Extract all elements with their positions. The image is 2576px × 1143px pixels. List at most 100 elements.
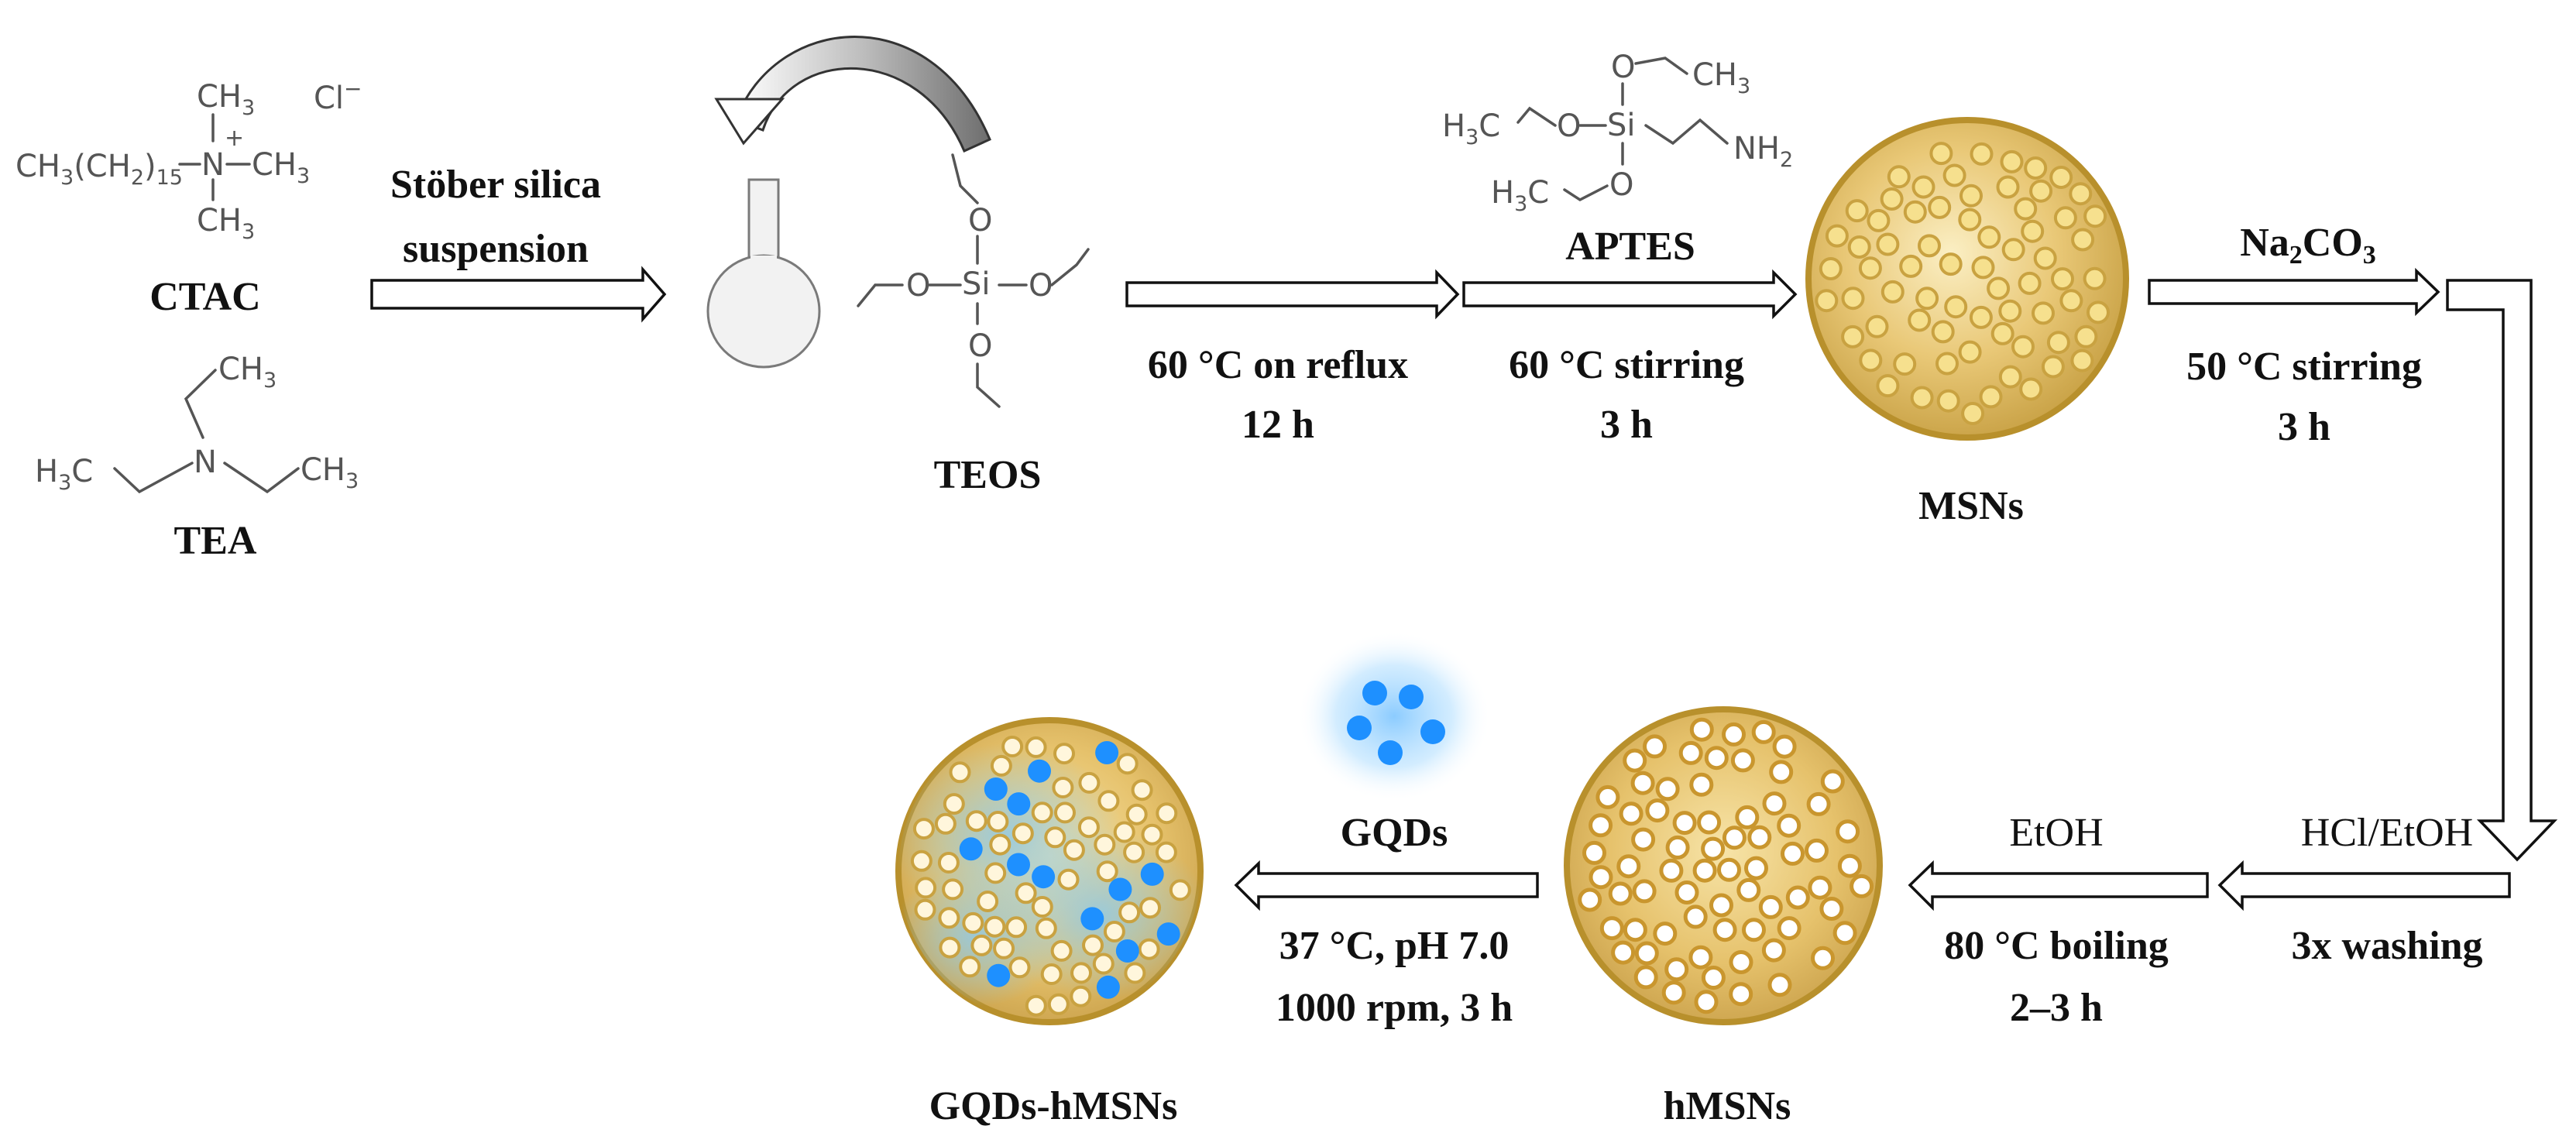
pore bbox=[1169, 879, 1191, 901]
pore bbox=[1887, 165, 1911, 189]
pore bbox=[2074, 324, 2098, 348]
pore bbox=[1944, 295, 1968, 319]
gqd-dot bbox=[1032, 865, 1056, 889]
pore bbox=[1633, 965, 1658, 990]
step3-cond-line2: 3 h bbox=[1600, 403, 1653, 447]
step2-cond-line2: 12 h bbox=[1242, 403, 1314, 447]
pore bbox=[1939, 252, 1963, 276]
pore bbox=[1131, 779, 1153, 801]
pore bbox=[943, 793, 965, 815]
pore bbox=[1005, 916, 1028, 939]
hmsns-sphere bbox=[1564, 706, 1883, 1025]
pore bbox=[1118, 901, 1141, 924]
ctac-structure: CH3(CH2)15 N + CH3 CH3 CH3 Cl− bbox=[15, 76, 362, 244]
pore bbox=[1729, 950, 1753, 974]
pore bbox=[912, 818, 935, 840]
pore bbox=[2029, 179, 2053, 203]
gqd-dot bbox=[1095, 741, 1119, 764]
pore bbox=[1664, 957, 1689, 982]
pore bbox=[1092, 952, 1115, 975]
pore bbox=[1841, 287, 1865, 311]
pore bbox=[1595, 784, 1620, 809]
pore bbox=[1139, 897, 1161, 919]
pore bbox=[987, 811, 1009, 832]
pore bbox=[1582, 840, 1606, 865]
pore bbox=[1138, 938, 1160, 960]
teos-si: Si bbox=[962, 266, 991, 302]
ctac-top-methyl: CH3 bbox=[197, 79, 255, 120]
step4-reagent: Na2CO3 bbox=[2240, 221, 2376, 269]
pore bbox=[1841, 324, 1865, 348]
pore bbox=[1619, 801, 1643, 826]
pore bbox=[1070, 962, 1092, 984]
step6-arrow bbox=[1908, 860, 2209, 911]
pore bbox=[1599, 916, 1624, 941]
pore bbox=[1697, 810, 1722, 835]
step5-reagent: HCl/EtOH bbox=[2301, 811, 2473, 855]
pore bbox=[2071, 228, 2095, 252]
pore bbox=[1811, 946, 1835, 970]
pore bbox=[1008, 956, 1031, 979]
pore bbox=[1819, 257, 1843, 280]
step6-reagent: EtOH bbox=[2009, 811, 2103, 855]
pore bbox=[1893, 352, 1917, 376]
pore bbox=[1050, 939, 1073, 962]
pore bbox=[1082, 934, 1104, 956]
pore bbox=[1865, 314, 1889, 338]
step1-label-line1: Stöber silica bbox=[390, 163, 601, 207]
pore bbox=[1692, 858, 1717, 883]
pore bbox=[2000, 149, 2024, 173]
pore bbox=[1825, 224, 1849, 248]
tea-label: TEA bbox=[174, 519, 257, 563]
svg-text:H3C: H3C bbox=[1491, 175, 1549, 216]
pore bbox=[1736, 877, 1761, 902]
pore bbox=[1911, 175, 1935, 199]
step3-arrow bbox=[1462, 269, 1798, 320]
pore bbox=[1990, 321, 2014, 345]
pore bbox=[1987, 276, 2011, 300]
pore bbox=[1958, 208, 1982, 232]
step7-reagent: GQDs bbox=[1341, 811, 1448, 855]
flask-icon bbox=[706, 178, 821, 369]
pore bbox=[1116, 753, 1139, 775]
pore bbox=[2041, 355, 2065, 379]
tea-n: N bbox=[194, 444, 217, 480]
pore bbox=[1623, 918, 1647, 942]
pore bbox=[1961, 402, 1985, 425]
pore bbox=[2087, 300, 2110, 324]
gqd-dot bbox=[987, 963, 1011, 987]
pore bbox=[1758, 894, 1783, 919]
pore bbox=[1959, 184, 1983, 208]
pore bbox=[959, 956, 981, 978]
pore bbox=[1001, 736, 1024, 757]
pore bbox=[1977, 225, 2001, 249]
aptes-label: APTES bbox=[1565, 225, 1695, 269]
pore bbox=[2018, 271, 2042, 295]
pore bbox=[2019, 377, 2043, 401]
pore bbox=[1124, 962, 1146, 984]
pore bbox=[1859, 348, 1883, 372]
step4-arrow bbox=[2148, 267, 2440, 317]
pore bbox=[942, 878, 964, 901]
step5-arrow bbox=[2217, 860, 2511, 911]
pore bbox=[2033, 246, 2057, 270]
pore bbox=[1659, 858, 1684, 883]
pore bbox=[1689, 717, 1714, 742]
step6-cond-line1: 80 °C boiling bbox=[1944, 924, 2169, 968]
pore bbox=[984, 862, 1007, 884]
pore bbox=[1053, 743, 1075, 765]
pore bbox=[1645, 798, 1670, 823]
pore bbox=[1880, 280, 1905, 304]
step7-cond-line1: 37 °C, pH 7.0 bbox=[1279, 924, 1510, 968]
pore bbox=[1701, 966, 1726, 990]
pore bbox=[1996, 175, 2020, 199]
pore bbox=[1777, 916, 1801, 941]
ctac-counter-ion: Cl− bbox=[314, 76, 362, 116]
msns-label: MSNs bbox=[1918, 484, 2024, 528]
pore bbox=[1057, 868, 1080, 891]
pore bbox=[1047, 993, 1070, 1015]
pore bbox=[2083, 204, 2107, 228]
pore bbox=[1867, 208, 1891, 232]
pore bbox=[2070, 348, 2094, 372]
